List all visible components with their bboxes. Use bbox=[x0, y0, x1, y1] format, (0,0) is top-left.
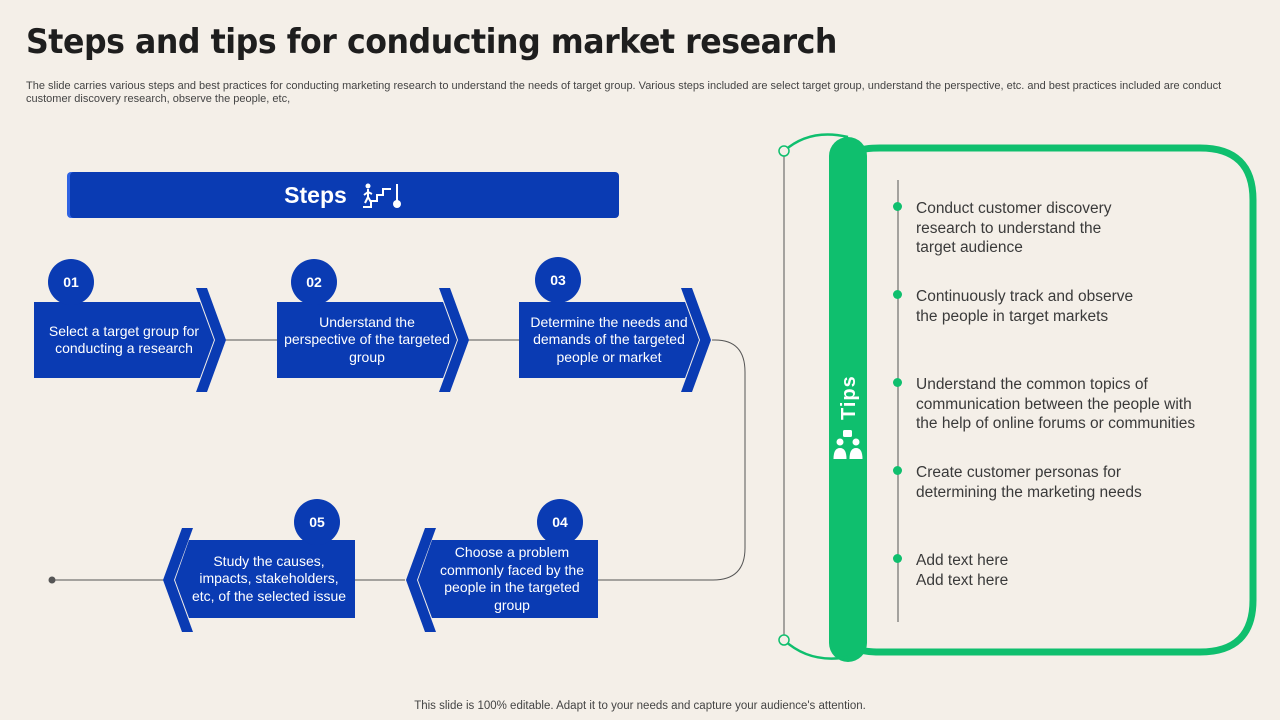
step-number-1: 01 bbox=[48, 259, 94, 305]
tip-item-3: Understand the common topics of communic… bbox=[916, 376, 1196, 432]
connector-lines bbox=[52, 339, 746, 581]
footer-note: This slide is 100% editable. Adapt it to… bbox=[414, 700, 866, 712]
step-shape-4 bbox=[406, 528, 598, 632]
tip-bullet-2 bbox=[893, 290, 902, 299]
step-number-4: 04 bbox=[537, 499, 583, 545]
step-shape-1 bbox=[34, 288, 226, 392]
step-shape-2 bbox=[277, 288, 469, 392]
people-group-icon bbox=[833, 430, 863, 459]
tip-item-2: Continuously track and observe the peopl… bbox=[916, 288, 1134, 325]
stairs-goal-icon bbox=[362, 183, 401, 208]
tip-bullet-4 bbox=[893, 466, 902, 475]
tip-bullet-1 bbox=[893, 202, 902, 211]
step-text-2: Understand the perspective of the target… bbox=[284, 313, 450, 365]
tips-header-label: Tips bbox=[838, 375, 860, 420]
step-number-3: 03 bbox=[535, 257, 581, 303]
page-subtitle: The slide carries various steps and best… bbox=[26, 80, 1222, 105]
step-text-5: Study the causes, impacts, stakeholders,… bbox=[191, 552, 347, 604]
tip-item-1: Conduct customer discovery research to u… bbox=[916, 200, 1112, 256]
steps-header: Steps bbox=[70, 172, 619, 218]
tips-panel bbox=[778, 133, 1257, 662]
step-text-1: Select a target group for conducting a r… bbox=[48, 322, 200, 357]
step-shape-3 bbox=[519, 288, 711, 392]
step-text-3: Determine the needs and demands of the t… bbox=[530, 313, 688, 365]
step-number-5: 05 bbox=[294, 499, 340, 545]
tip-bullet-3 bbox=[893, 378, 902, 387]
step-number-2: 02 bbox=[291, 259, 337, 305]
step-text-4: Choose a problem commonly faced by the p… bbox=[440, 544, 584, 613]
start-dot bbox=[48, 576, 56, 584]
tip-item-5: Add text here Add text here bbox=[916, 552, 1009, 589]
step-shape-5 bbox=[163, 528, 355, 632]
page-title: Steps and tips for conducting market res… bbox=[26, 22, 837, 62]
steps-header-label: Steps bbox=[284, 181, 347, 208]
tips-header: Tips bbox=[830, 370, 866, 470]
tip-item-4: Create customer personas for determining… bbox=[916, 464, 1142, 501]
tip-bullet-5 bbox=[893, 554, 902, 563]
